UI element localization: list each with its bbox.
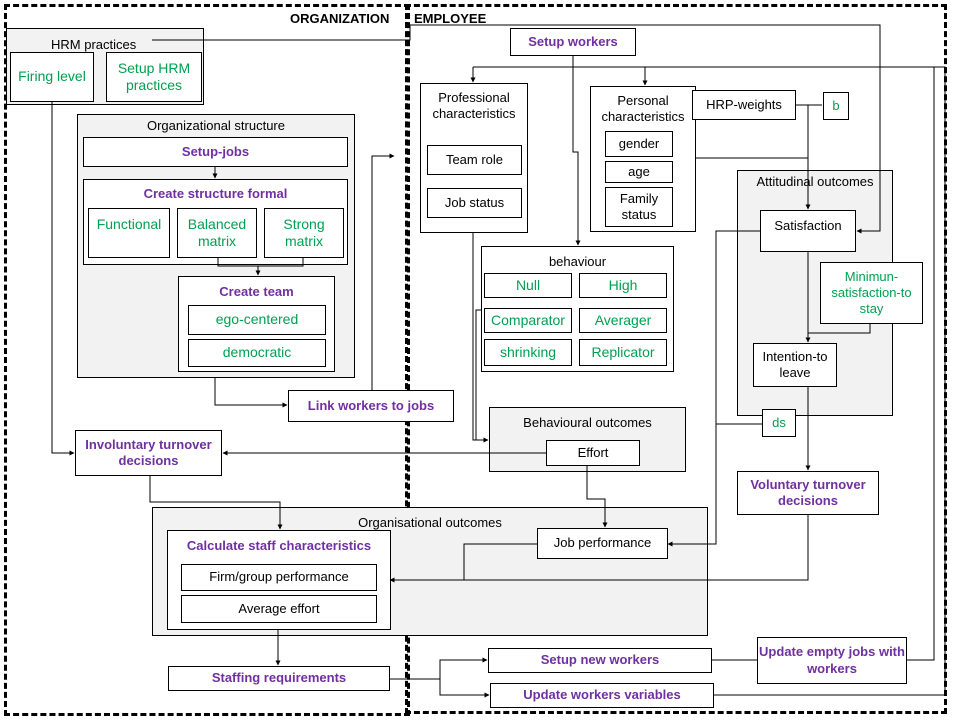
null-box: Null <box>484 273 572 298</box>
link-workers-to-jobs-box: Link workers to jobs <box>288 390 454 422</box>
arrow-involuntary-to-calc <box>149 476 283 530</box>
arrow-firing-to-involuntary <box>51 102 75 456</box>
involuntary-turnover-box: Involuntary turnover decisions <box>75 430 222 476</box>
line-voluntary-to-calc <box>392 515 809 581</box>
line-behaviour-to-outcomes <box>475 309 481 440</box>
arrow-effort-to-jobperf <box>586 466 608 528</box>
line-update-vars-loop <box>714 66 946 696</box>
line-minsat-to-intention <box>808 324 871 334</box>
satisfaction-box: Satisfaction <box>760 210 856 252</box>
staffing-requirements-box: Staffing requirements <box>168 666 390 691</box>
create-structure-formal-label: Create structure formal <box>143 186 288 201</box>
comparator-box: Comparator <box>484 308 572 333</box>
update-workers-variables-box: Update workers variables <box>490 683 714 708</box>
arrow-satisfaction-to-jobperf <box>667 230 760 547</box>
setup-jobs-box: Setup-jobs <box>83 137 348 167</box>
ds-box: ds <box>762 409 796 437</box>
shrinking-box: shrinking <box>484 339 572 366</box>
b-box: b <box>823 92 849 120</box>
replicator-box: Replicator <box>579 339 667 366</box>
arrow-jobperf-to-calc <box>389 543 537 583</box>
calculate-staff-label: Calculate staff characteristics <box>186 538 372 553</box>
firing-level-box: Firing level <box>10 52 94 102</box>
line-matrix-join <box>217 258 304 267</box>
democratic-box: democratic <box>188 339 326 367</box>
line-update-to-top <box>473 66 935 661</box>
organization-region <box>4 4 410 716</box>
high-box: High <box>579 273 667 298</box>
personal-characteristics-title: Personal characteristics <box>601 93 685 125</box>
line-hrm-top <box>152 24 636 41</box>
balanced-matrix-box: Balanced matrix <box>177 208 257 258</box>
strong-matrix-box: Strong matrix <box>264 208 344 258</box>
averager-box: Averager <box>579 308 667 333</box>
employee-header: EMPLOYEE <box>414 11 487 26</box>
arrow-to-setup-new-workers <box>390 657 488 680</box>
attitudinal-outcomes-title: Attitudinal outcomes <box>756 174 874 189</box>
firm-group-performance-box: Firm/group performance <box>181 564 377 591</box>
setup-new-workers-box: Setup new workers <box>488 648 712 673</box>
age-box: age <box>605 161 673 183</box>
organizational-structure-title: Organizational structure <box>146 118 285 133</box>
behaviour-title: behaviour <box>548 254 607 269</box>
effort-box: Effort <box>546 440 640 466</box>
hrm-practices-title: HRM practices <box>51 37 137 52</box>
job-performance-box: Job performance <box>537 528 668 559</box>
organisational-outcomes-title: Organisational outcomes <box>358 515 502 530</box>
arrow-setupworkers-behaviour <box>572 56 581 246</box>
intention-to-leave-box: Intention-to leave <box>753 343 837 387</box>
average-effort-box: Average effort <box>181 595 377 623</box>
functional-box: Functional <box>88 208 170 258</box>
arrow-link-to-structure <box>371 153 395 390</box>
arrow-to-link-workers <box>214 378 288 408</box>
update-empty-jobs-box: Update empty jobs with workers <box>757 637 907 684</box>
voluntary-turnover-box: Voluntary turnover decisions <box>737 471 879 515</box>
setup-hrm-practices-box: Setup HRM practices <box>106 52 202 102</box>
family-status-box: Family status <box>605 187 673 227</box>
arrow-hrm-to-satisfaction <box>636 24 881 234</box>
organization-header: ORGANIZATION <box>290 11 390 26</box>
create-team-label: Create team <box>219 284 294 299</box>
setup-workers-box: Setup workers <box>510 28 636 56</box>
professional-characteristics-title: Professional characteristics <box>432 90 516 122</box>
arrow-to-update-vars <box>439 679 490 698</box>
hrp-weights-box: HRP-weights <box>692 90 796 120</box>
behavioural-outcomes-title: Behavioural outcomes <box>523 415 652 430</box>
gender-box: gender <box>605 131 673 157</box>
job-status-box: Job status <box>427 188 522 218</box>
ego-centered-box: ego-centered <box>188 305 326 335</box>
arrow-professional-to-outcomes <box>472 233 489 443</box>
team-role-box: Team role <box>427 145 522 175</box>
minimum-satisfaction-box: Minimun-satisfaction-to stay <box>820 262 923 324</box>
